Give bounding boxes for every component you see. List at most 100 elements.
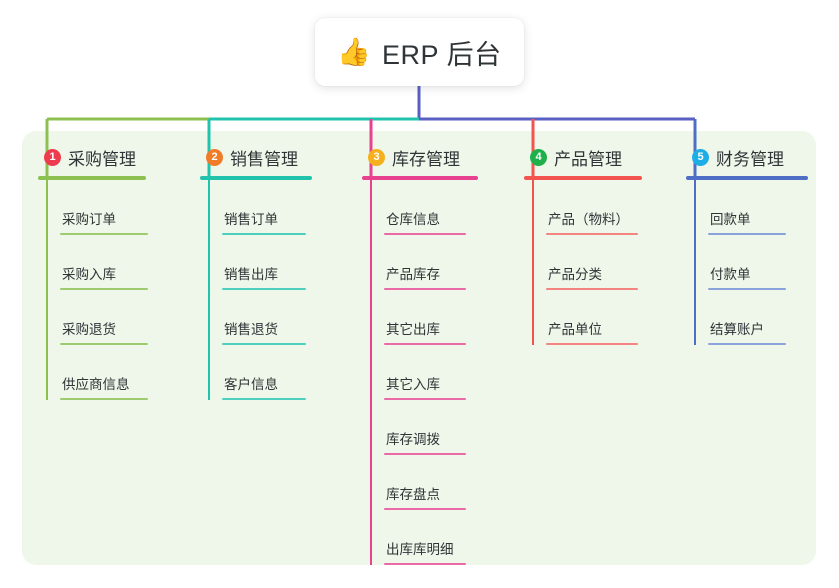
branch-3[interactable]: 3 库存管理仓库信息产品库存其它出库其它入库库存调拨库存盘点出库库明细 bbox=[362, 144, 478, 565]
leaf-label: 结算账户 bbox=[710, 322, 764, 337]
leaf-label: 付款单 bbox=[710, 267, 751, 282]
leaf-node[interactable]: 产品单位 bbox=[524, 290, 642, 345]
branches-panel bbox=[22, 131, 816, 565]
branch-spine-1 bbox=[46, 180, 48, 400]
leaf-underline bbox=[546, 343, 638, 345]
leaf-label: 产品分类 bbox=[548, 267, 602, 282]
branch-badge-1: 1 bbox=[44, 148, 61, 166]
leaf-node[interactable]: 付款单 bbox=[686, 235, 808, 290]
branch-underline-4 bbox=[524, 176, 642, 180]
leaf-list-2: 销售订单销售出库销售退货客户信息 bbox=[200, 180, 312, 400]
branch-1[interactable]: 1 采购管理采购订单采购入库采购退货供应商信息 bbox=[38, 144, 148, 400]
branch-title-4: 产品管理 bbox=[554, 149, 622, 169]
leaf-list-5: 回款单付款单结算账户 bbox=[686, 180, 808, 345]
leaf-node[interactable]: 库存调拨 bbox=[362, 400, 478, 455]
branch-4[interactable]: 4 产品管理产品（物料） 产品分类产品单位 bbox=[524, 144, 642, 345]
branch-header-1[interactable]: 1 采购管理 bbox=[38, 144, 148, 170]
leaf-underline bbox=[384, 508, 466, 510]
leaf-label: 产品库存 bbox=[386, 267, 440, 282]
leaf-underline bbox=[60, 343, 148, 345]
leaf-list-4: 产品（物料） 产品分类产品单位 bbox=[524, 180, 642, 345]
leaf-label: 库存盘点 bbox=[386, 487, 440, 502]
leaf-label: 仓库信息 bbox=[386, 212, 440, 227]
leaf-label: 出库库明细 bbox=[386, 542, 454, 557]
leaf-node[interactable]: 产品分类 bbox=[524, 235, 642, 290]
leaf-label: 销售出库 bbox=[224, 267, 278, 282]
leaf-underline bbox=[60, 288, 148, 290]
leaf-label: 产品单位 bbox=[548, 322, 602, 337]
leaf-label: 其它入库 bbox=[386, 377, 440, 392]
branch-5[interactable]: 5 财务管理回款单付款单结算账户 bbox=[686, 144, 808, 345]
branch-spine-2 bbox=[208, 180, 210, 400]
leaf-label: 供应商信息 bbox=[62, 377, 130, 392]
leaf-node[interactable]: 产品（物料） bbox=[524, 180, 642, 235]
leaf-underline bbox=[384, 563, 466, 565]
branch-title-2: 销售管理 bbox=[230, 149, 298, 169]
branch-2[interactable]: 2 销售管理销售订单销售出库销售退货客户信息 bbox=[200, 144, 312, 400]
leaf-node[interactable]: 销售退货 bbox=[200, 290, 312, 345]
leaf-underline bbox=[384, 288, 466, 290]
leaf-underline bbox=[384, 453, 466, 455]
leaf-underline bbox=[546, 288, 638, 290]
branch-badge-5: 5 bbox=[692, 148, 709, 166]
branch-badge-3: 3 bbox=[368, 148, 385, 166]
leaf-node[interactable]: 仓库信息 bbox=[362, 180, 478, 235]
leaf-node[interactable]: 库存盘点 bbox=[362, 455, 478, 510]
leaf-node[interactable]: 供应商信息 bbox=[38, 345, 148, 400]
leaf-label: 其它出库 bbox=[386, 322, 440, 337]
leaf-node[interactable]: 回款单 bbox=[686, 180, 808, 235]
leaf-underline bbox=[222, 398, 306, 400]
leaf-node[interactable]: 其它出库 bbox=[362, 290, 478, 345]
leaf-node[interactable]: 客户信息 bbox=[200, 345, 312, 400]
root-title: ERP 后台 bbox=[382, 39, 502, 70]
leaf-list-3: 仓库信息产品库存其它出库其它入库库存调拨库存盘点出库库明细 bbox=[362, 180, 478, 565]
branch-underline-2 bbox=[200, 176, 312, 180]
leaf-underline bbox=[222, 288, 306, 290]
leaf-list-1: 采购订单采购入库采购退货供应商信息 bbox=[38, 180, 148, 400]
leaf-node[interactable]: 出库库明细 bbox=[362, 510, 478, 565]
branch-spine-5 bbox=[694, 180, 696, 345]
leaf-label: 客户信息 bbox=[224, 377, 278, 392]
leaf-underline bbox=[708, 233, 786, 235]
leaf-label: 库存调拨 bbox=[386, 432, 440, 447]
leaf-node[interactable]: 结算账户 bbox=[686, 290, 808, 345]
branch-header-4[interactable]: 4 产品管理 bbox=[524, 144, 642, 170]
branch-spine-3 bbox=[370, 180, 372, 565]
leaf-underline bbox=[384, 343, 466, 345]
branch-header-5[interactable]: 5 财务管理 bbox=[686, 144, 808, 170]
leaf-underline bbox=[384, 233, 466, 235]
branch-header-2[interactable]: 2 销售管理 bbox=[200, 144, 312, 170]
branch-badge-4: 4 bbox=[530, 148, 547, 166]
branch-title-3: 库存管理 bbox=[392, 149, 460, 169]
leaf-underline bbox=[708, 343, 786, 345]
branch-underline-1 bbox=[38, 176, 146, 180]
branch-underline-3 bbox=[362, 176, 478, 180]
leaf-label: 销售订单 bbox=[224, 212, 278, 227]
leaf-node[interactable]: 采购退货 bbox=[38, 290, 148, 345]
leaf-label: 采购入库 bbox=[62, 267, 116, 282]
leaf-underline bbox=[384, 398, 466, 400]
leaf-underline bbox=[222, 343, 306, 345]
leaf-label: 回款单 bbox=[710, 212, 751, 227]
leaf-node[interactable]: 采购入库 bbox=[38, 235, 148, 290]
root-node[interactable]: 👍 ERP 后台 bbox=[315, 18, 524, 86]
leaf-node[interactable]: 其它入库 bbox=[362, 345, 478, 400]
leaf-label: 采购订单 bbox=[62, 212, 116, 227]
branch-header-3[interactable]: 3 库存管理 bbox=[362, 144, 478, 170]
leaf-node[interactable]: 销售订单 bbox=[200, 180, 312, 235]
leaf-underline bbox=[546, 233, 638, 235]
thumbs-up-icon: 👍 bbox=[337, 36, 372, 67]
leaf-node[interactable]: 产品库存 bbox=[362, 235, 478, 290]
leaf-underline bbox=[708, 288, 786, 290]
leaf-node[interactable]: 销售出库 bbox=[200, 235, 312, 290]
leaf-label: 销售退货 bbox=[224, 322, 278, 337]
leaf-underline bbox=[60, 398, 148, 400]
branch-title-5: 财务管理 bbox=[716, 149, 784, 169]
leaf-node[interactable]: 采购订单 bbox=[38, 180, 148, 235]
branch-title-1: 采购管理 bbox=[68, 149, 136, 169]
leaf-label: 采购退货 bbox=[62, 322, 116, 337]
branch-spine-4 bbox=[532, 180, 534, 345]
branch-badge-2: 2 bbox=[206, 148, 223, 166]
leaf-underline bbox=[60, 233, 148, 235]
